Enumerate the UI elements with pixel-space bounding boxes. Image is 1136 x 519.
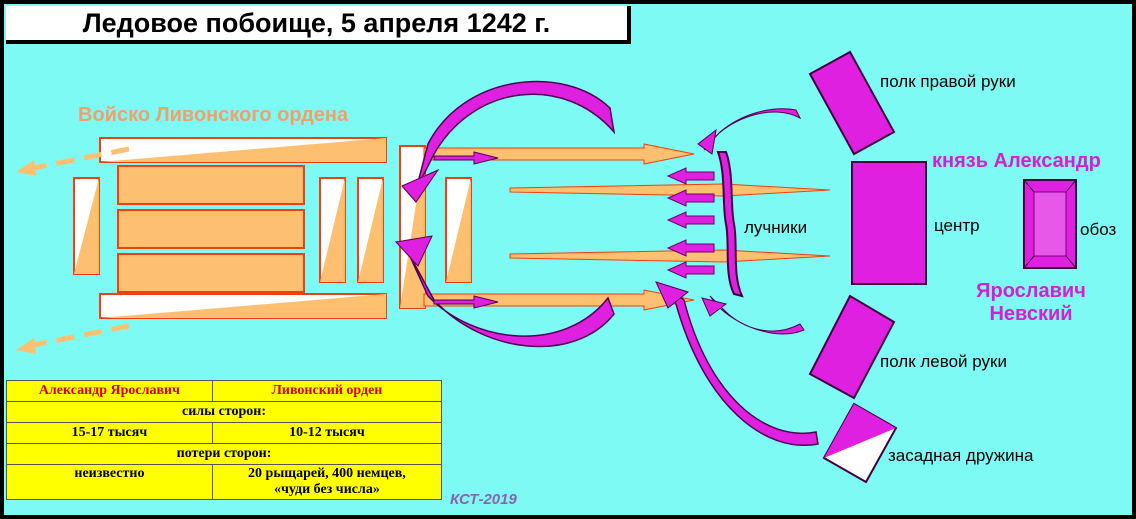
forces-right: 10-12 тысяч (211, 422, 443, 444)
battle-diagram (16, 50, 1077, 484)
losses-left: неизвестно (6, 464, 213, 500)
forces-table: Александр Ярославич Ливонский орден силы… (6, 380, 443, 500)
signature: КСТ-2019 (450, 491, 517, 508)
forces-header: силы сторон: (6, 401, 442, 423)
yaroslavich-line-2: Невский (989, 303, 1073, 325)
page-title: Ледовое побоище, 5 апреля 1242 г. (82, 8, 551, 38)
table-row: силы сторон: (6, 401, 442, 423)
col1-header: Александр Ярославич (6, 380, 213, 402)
table-row: Александр Ярославич Ливонский орден (6, 380, 443, 402)
retreat-arrow-bottom (27, 323, 130, 349)
table-row: потери сторон: (6, 443, 442, 465)
flank-arrow-top-big (401, 80, 616, 203)
flank-arrow-center-bottom (433, 295, 499, 309)
prince-label: князь Александр (932, 150, 1101, 172)
yaroslavich-label: Ярославич Невский (966, 280, 1096, 326)
order-infantry-blocks (117, 165, 305, 293)
left-regiment-label: полк левой руки (880, 352, 1007, 371)
archer-line (716, 151, 744, 298)
flank-arrow-bottom-big (395, 235, 615, 348)
losses-right-line-1: 20 рыщарей, 400 немцев, (248, 466, 406, 481)
order-knight-columns (319, 145, 472, 309)
order-rear-column (73, 177, 100, 275)
archer-small-arrows (666, 167, 715, 279)
order-army-label: Войско Ливонского ордена (78, 104, 349, 126)
convoy-block (1023, 179, 1077, 269)
flank-arrow-bottom-small (701, 295, 805, 335)
losses-right: 20 рыщарей, 400 немцев, «чуди без числа» (211, 464, 443, 500)
right-regiment-label: полк правой руки (880, 72, 1016, 91)
table-row: 15-17 тысяч 10-12 тысяч (6, 422, 443, 444)
col2-header: Ливонский орден (211, 380, 443, 402)
retreat-arrow-top (27, 146, 130, 172)
table-row: неизвестно 20 рыщарей, 400 немцев, «чуди… (6, 464, 443, 500)
center-label: центр (934, 216, 980, 235)
left-regiment-block (808, 294, 896, 400)
title-box: Ледовое побоище, 5 апреля 1242 г. (6, 6, 631, 44)
battle-map: Ледовое побоище, 5 апреля 1242 г. Войско… (4, 4, 1132, 515)
right-regiment-block (808, 50, 896, 156)
order-wedge-flank-top (99, 137, 387, 163)
flank-arrow-center-top (433, 151, 499, 165)
convoy-label: обоз (1080, 220, 1117, 239)
losses-header: потери сторон: (6, 443, 442, 465)
forces-left: 15-17 тысяч (6, 422, 213, 444)
ambush-block (822, 402, 898, 484)
order-wedge-flank-bottom (99, 293, 387, 319)
flank-arrow-top-small (697, 108, 802, 155)
yaroslavich-line-1: Ярославич (976, 280, 1086, 302)
ambush-label: засадная дружина (888, 446, 1034, 465)
losses-right-line-2: «чуди без числа» (273, 482, 380, 497)
center-block (851, 161, 927, 285)
ambush-arrow (655, 281, 819, 446)
archer-long-arrows (509, 183, 831, 263)
archers-label: лучники (744, 218, 808, 237)
